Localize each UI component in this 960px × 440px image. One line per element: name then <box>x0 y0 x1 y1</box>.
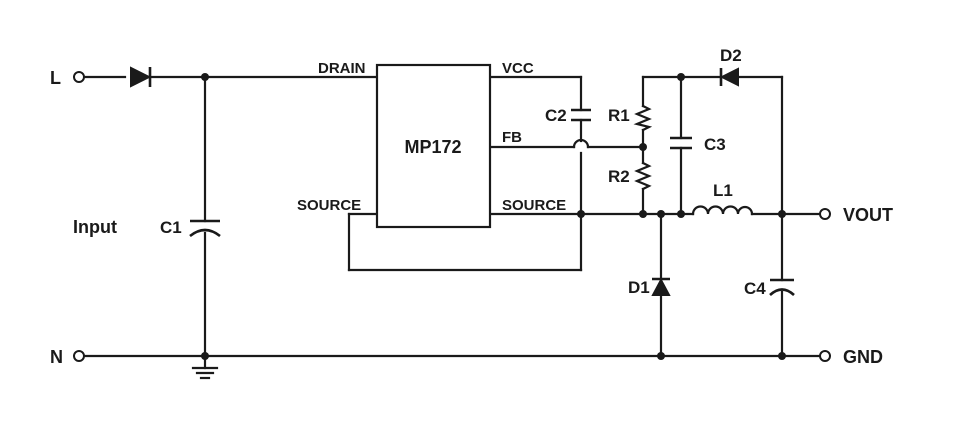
diode-d2 <box>719 67 739 87</box>
pin-source-right: SOURCE <box>502 197 566 214</box>
label-vout: VOUT <box>843 205 893 225</box>
label-neutral: N <box>50 347 63 367</box>
label-r1: R1 <box>608 106 630 125</box>
label-c1: C1 <box>160 218 182 237</box>
pin-fb: FB <box>502 129 522 146</box>
terminal-n <box>73 350 85 362</box>
terminal-vout <box>819 208 831 220</box>
pin-drain: DRAIN <box>318 60 366 77</box>
terminal-l <box>73 71 85 83</box>
label-l1: L1 <box>713 181 733 200</box>
label-line: L <box>50 68 61 88</box>
pin-vcc: VCC <box>502 60 534 77</box>
capacitor-c1 <box>189 219 221 238</box>
input-diode <box>130 66 152 88</box>
ic-body <box>375 63 492 229</box>
ic-name: MP172 <box>404 137 461 157</box>
label-d2: D2 <box>720 46 742 65</box>
pin-source-left: SOURCE <box>297 197 361 214</box>
ground-icon <box>191 366 219 380</box>
diode-d1 <box>651 277 671 296</box>
label-r2: R2 <box>608 167 630 186</box>
label-c4: C4 <box>744 279 766 298</box>
junction-dots <box>201 73 786 360</box>
label-c2: C2 <box>545 106 567 125</box>
label-c3: C3 <box>704 135 726 154</box>
resistor-r1 <box>633 104 653 132</box>
capacitor-c3 <box>670 136 692 150</box>
terminal-gnd <box>819 350 831 362</box>
inductor-l1 <box>691 205 754 216</box>
capacitor-c2 <box>571 108 591 122</box>
label-d1: D1 <box>628 278 650 297</box>
resistor-r2 <box>634 161 652 191</box>
label-input: Input <box>73 217 117 237</box>
capacitor-c4 <box>769 278 795 296</box>
label-gnd: GND <box>843 347 883 367</box>
